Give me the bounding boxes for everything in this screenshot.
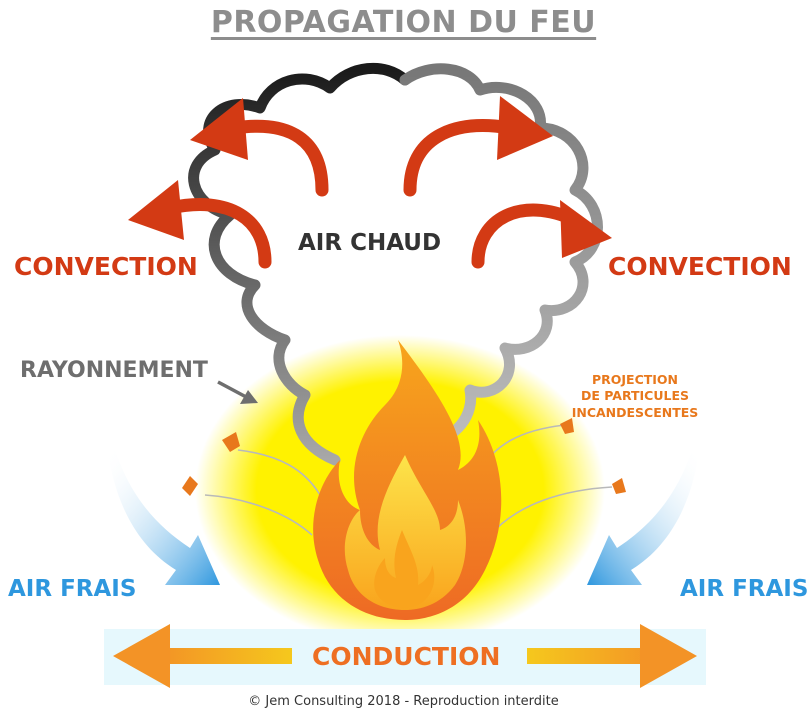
page-title: PROPAGATION DU FEU [210,5,597,40]
conduction-arrow-icon [113,624,697,688]
air-frais-label-left: AIR FRAIS [8,576,137,602]
copyright-notice: © Jem Consulting 2018 - Reproduction int… [248,694,559,709]
air-frais-label-right: AIR FRAIS [680,576,807,602]
convection-label-left: CONVECTION [14,252,198,281]
convection-arrow-icon [163,119,582,269]
fire-icon [313,340,502,620]
convection-arrow-heads [128,96,612,258]
conduction-label: CONDUCTION [312,642,501,671]
convection-label-right: CONVECTION [608,252,792,281]
rayonnement-label: RAYONNEMENT [20,358,208,383]
projection-line-2: DE PARTICULES [580,388,690,404]
projection-line-3: INCANDESCENTES [571,404,699,420]
air-chaud-label: AIR CHAUD [298,230,442,256]
projection-label: PROJECTION DE PARTICULES INCANDESCENTES [560,372,710,421]
projection-line-1: PROJECTION [591,372,679,387]
rayonnement-pointer [217,380,258,404]
incandescent-particles [182,418,626,496]
cool-air-arrow-icon [108,450,699,585]
